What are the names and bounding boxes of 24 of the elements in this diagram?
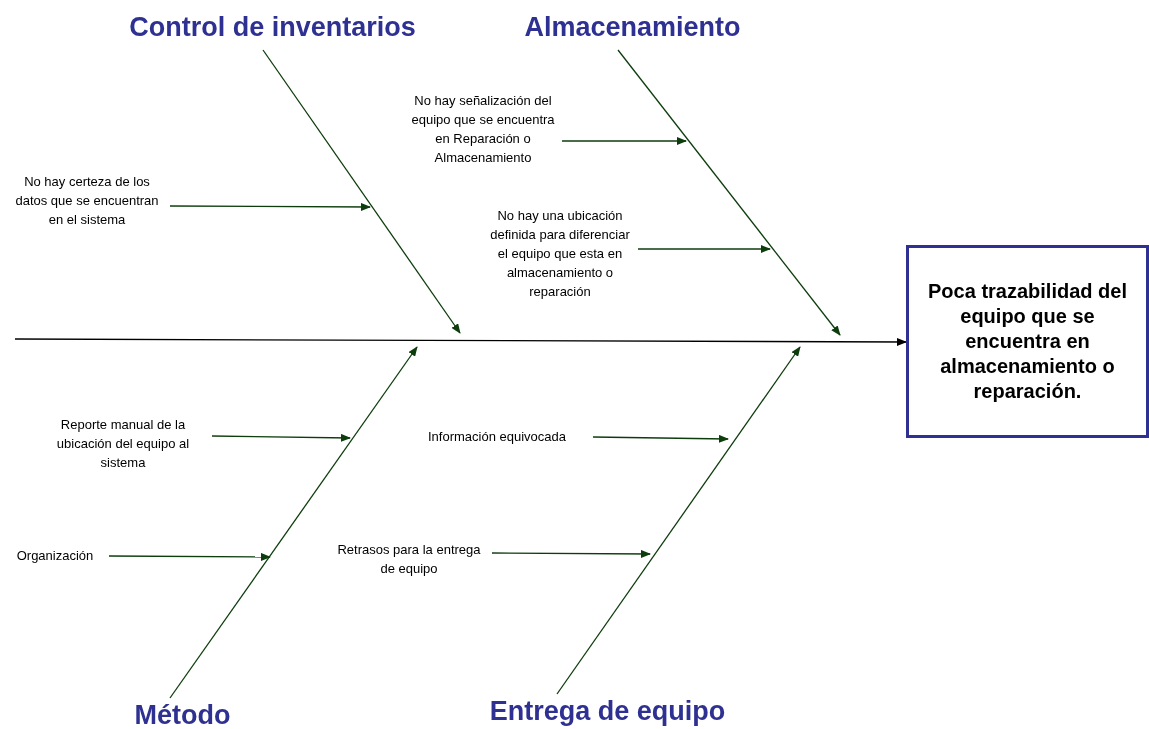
cause-text: No hay certeza de los datos que se encuentran en el sistema [8,172,166,250]
arrow [211,433,351,442]
spine-arrow [14,337,907,346]
cause-text: Reporte manual de la ubicación del equipo al sistema [38,415,208,473]
category-label: Entrega de equipo [465,694,750,728]
effect-box: Poca trazabilidad del equipo que se encuentra en almacenamiento o reparación. [906,245,1149,438]
cause-text: Información equivocada [405,427,589,447]
cause-text: No hay señalización del equipo que se encuentra en Reparación o Almacenamiento [408,91,558,187]
bone-arrow [262,49,461,334]
arrow [491,549,651,558]
cause-text: No hay una ubicación definida para diferenciar el equipo que esta en almacenamiento o reparación [486,206,634,320]
bone-arrow [169,346,418,699]
arrow [637,245,771,253]
cause-text: Retrasos para la entrega de equipo [330,540,488,580]
category-label: Almacenamiento [500,10,765,50]
arrow [592,434,729,443]
arrow [169,202,371,211]
bone-arrow [556,346,801,695]
category-label: Control de inventarios [100,10,445,50]
cause-text: Organización [5,546,105,566]
arrow [108,552,271,561]
bone-arrow [617,49,841,336]
category-label: Método [120,698,245,729]
arrow [561,137,687,145]
